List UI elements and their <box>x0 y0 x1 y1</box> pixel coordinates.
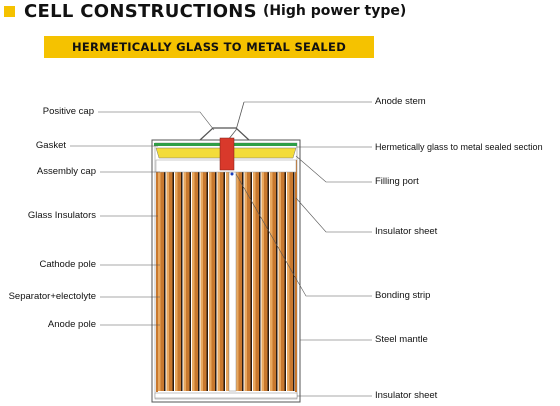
electrode-strip <box>284 172 286 391</box>
electrode-strip <box>216 172 218 391</box>
electrode-strips <box>155 159 297 392</box>
electrode-strip <box>270 172 273 391</box>
electrode-strip <box>217 172 220 391</box>
electrode-strip <box>269 172 270 391</box>
page-heading: CELL CONSTRUCTIONS (High power type) <box>4 0 406 22</box>
electrode-strip <box>191 172 192 391</box>
electrode-strip <box>208 172 209 391</box>
electrode-strip <box>169 172 173 391</box>
electrode-strip <box>183 172 186 391</box>
electrode-strip <box>209 172 212 391</box>
electrode-strip <box>253 172 256 391</box>
electrode-strip <box>211 172 215 391</box>
banner-text: HERMETICALLY GLASS TO METAL SEALED <box>71 40 347 54</box>
page-title: CELL CONSTRUCTIONS <box>24 0 257 22</box>
leader-bonding-strip <box>235 173 372 297</box>
label-steel-mantle: Steel mantle <box>375 334 428 345</box>
electrode-strip <box>172 172 174 391</box>
label-sealed-section: Hermetically glass to metal sealed secti… <box>375 142 543 152</box>
electrode-strip <box>164 172 166 391</box>
electrode-strip <box>255 172 259 391</box>
label-assembly-cap: Assembly cap <box>36 166 96 177</box>
anode-stem-seal <box>219 137 235 171</box>
electrode-strip <box>244 172 247 391</box>
electrode-strip <box>203 172 207 391</box>
electrode-strip <box>225 172 226 391</box>
electrode-strip <box>174 172 175 391</box>
page-subtitle: (High power type) <box>262 3 407 19</box>
electrode-strip <box>289 172 293 391</box>
electrode-strip <box>182 172 184 391</box>
electrode-strip <box>247 172 251 391</box>
electrode-strip <box>200 172 203 391</box>
bonding-strip-point <box>230 172 234 176</box>
electrode-strip <box>192 172 195 391</box>
electrode-strip <box>189 172 191 391</box>
leader-positive-cap <box>98 111 215 131</box>
electrode-strip <box>236 172 239 391</box>
label-glass-insulators: Glass Insulators <box>27 210 96 221</box>
electrode-strip <box>181 172 183 391</box>
electrode-strip <box>293 172 295 391</box>
electrode-strip <box>260 172 262 391</box>
label-anode-pole: Anode pole <box>47 319 96 330</box>
label-bonding-strip: Bonding strip <box>375 290 431 301</box>
label-insulator-sheet-bottom: Insulator sheet <box>375 390 438 401</box>
electrode-strip <box>287 172 290 391</box>
electrode-strip <box>166 172 169 391</box>
electrode-strip <box>278 172 281 391</box>
cathode-layer <box>156 160 158 392</box>
electrode-strip <box>243 172 245 391</box>
electrode-strip <box>267 172 269 391</box>
electrode-strip <box>272 172 276 391</box>
label-gasket: Gasket <box>35 140 66 151</box>
label-cathode-pole: Cathode pole <box>39 259 96 270</box>
anode-stem <box>227 101 245 141</box>
label-positive-cap: Positive cap <box>42 106 94 117</box>
electrode-strip <box>206 172 208 391</box>
electrode-strip <box>281 172 285 391</box>
electrode-strip <box>294 172 295 391</box>
leader-filling-port <box>295 155 372 183</box>
electrode-strip <box>158 172 161 391</box>
electrode-strip <box>277 172 279 391</box>
label-insulator-sheet-top: Insulator sheet <box>375 226 438 237</box>
electrode-strip <box>223 172 225 391</box>
leader-insulator-sheet-top <box>295 197 372 233</box>
electrode-strip <box>194 172 198 391</box>
electrode-strip <box>261 172 264 391</box>
electrode-strip <box>220 172 224 391</box>
electrode-strip <box>198 172 200 391</box>
label-filling-port: Filling port <box>375 176 419 187</box>
electrode-strip <box>199 172 201 391</box>
square-bullet-icon <box>4 5 15 17</box>
electrode-strip <box>186 172 190 391</box>
electrode-strip <box>160 172 164 391</box>
electrode-strip <box>286 172 287 391</box>
electrode-strip <box>226 172 229 391</box>
electrode-strip <box>242 172 244 391</box>
central-anode-gap <box>228 171 237 392</box>
electrode-strip <box>215 172 217 391</box>
electrode-strip <box>259 172 261 391</box>
section-banner: HERMETICALLY GLASS TO METAL SEALED <box>44 36 374 58</box>
electrode-strip <box>165 172 167 391</box>
electrode-strip <box>264 172 268 391</box>
label-anode-stem: Anode stem <box>375 96 426 107</box>
label-separator-electrolyte: Separator+electolyte <box>8 291 96 302</box>
electrode-strip <box>250 172 252 391</box>
electrode-strip <box>238 172 242 391</box>
bottom-insulator-sheet <box>154 392 298 399</box>
electrode-strip <box>175 172 178 391</box>
electrode-strip <box>276 172 278 391</box>
electrode-strip <box>177 172 181 391</box>
electrode-strip <box>252 172 253 391</box>
positive-cap <box>199 127 250 141</box>
cathode-layer <box>295 160 297 392</box>
